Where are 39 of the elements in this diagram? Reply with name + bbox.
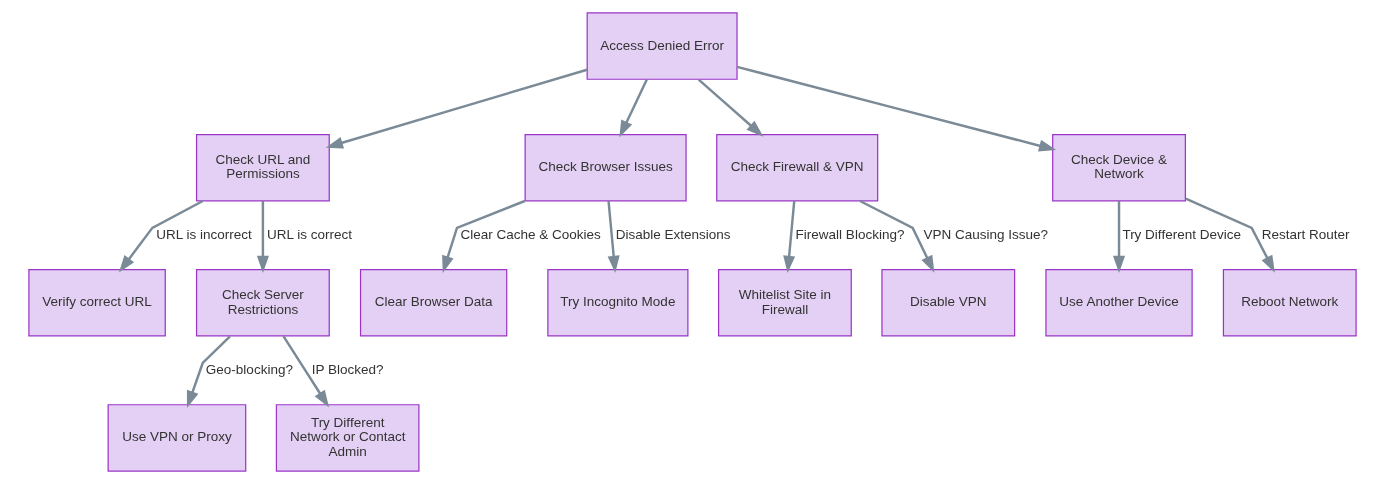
arrow [256,201,269,273]
arrow [782,200,795,273]
arrow [858,199,934,273]
edge-label: Restart Router [1261,226,1350,242]
node-box: Try Incognito Mode [546,269,688,337]
arrow [281,335,329,408]
arrow [736,65,1056,152]
node-box: Try Different Network or Contact Admin [275,404,419,472]
edge-label: IP Blocked? [311,361,384,377]
edge-label: Geo-blocking? [205,361,293,377]
node-box: Whitelist Site in Firewall [717,269,852,337]
node-box: Disable VPN [880,269,1015,337]
edge-label: Clear Cache & Cookies [460,226,601,242]
node-box: Check URL and Permissions [195,133,330,202]
edge-label: VPN Causing Issue? [922,226,1048,242]
arrow [1112,201,1125,273]
edge-label: Disable Extensions [615,226,731,242]
arrow [118,199,203,273]
edge-label: URL is incorrect [155,226,252,242]
node-box: Check Firewall & VPN [715,133,878,202]
node-box: Check Device & Network [1051,133,1186,202]
node-box: Clear Browser Data [359,269,507,337]
node-box: Use VPN or Proxy [107,404,246,472]
arrow [618,79,648,138]
arrow [186,335,231,409]
arrow [697,78,763,137]
edge-label: Firewall Blocking? [795,226,904,242]
node-box: Verify correct URL [27,269,166,337]
node-box: Access Denied Error [586,12,738,80]
node-box: Check Server Restrictions [195,269,330,337]
node-box: Use Another Device [1044,269,1193,337]
arrow [325,68,587,149]
node-box: Check Browser Issues [524,133,687,202]
node-box: Reboot Network [1222,269,1357,337]
arrow [1184,197,1275,273]
arrow [606,200,620,273]
edge-label: Try Different Device [1121,226,1241,242]
arrow [441,199,525,273]
edge-label: URL is correct [266,226,352,242]
